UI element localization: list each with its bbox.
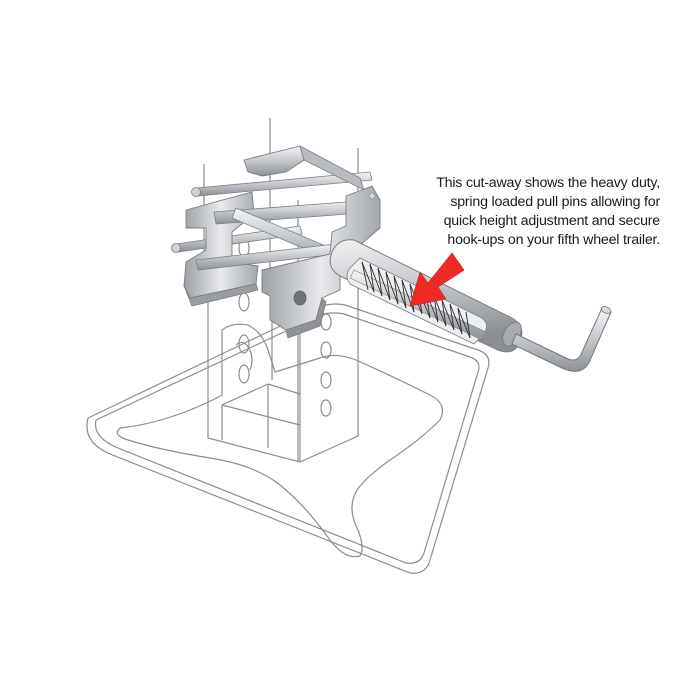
callout-arrow-icon (409, 252, 465, 307)
caption-line-1: This cut-away shows the heavy duty, (436, 175, 660, 191)
caption-line-2: spring loaded pull pins allowing for (450, 194, 660, 210)
caption-line-3: quick height adjustment and secure (443, 213, 661, 229)
pull-pin-handle (511, 306, 612, 372)
base-plate (86, 303, 490, 574)
saddle-clamp (171, 145, 381, 339)
caption-line-4: hook-ups on your fifth wheel trailer. (447, 232, 660, 248)
cutaway-caption: This cut-away shows the heavy duty, spri… (384, 174, 660, 250)
